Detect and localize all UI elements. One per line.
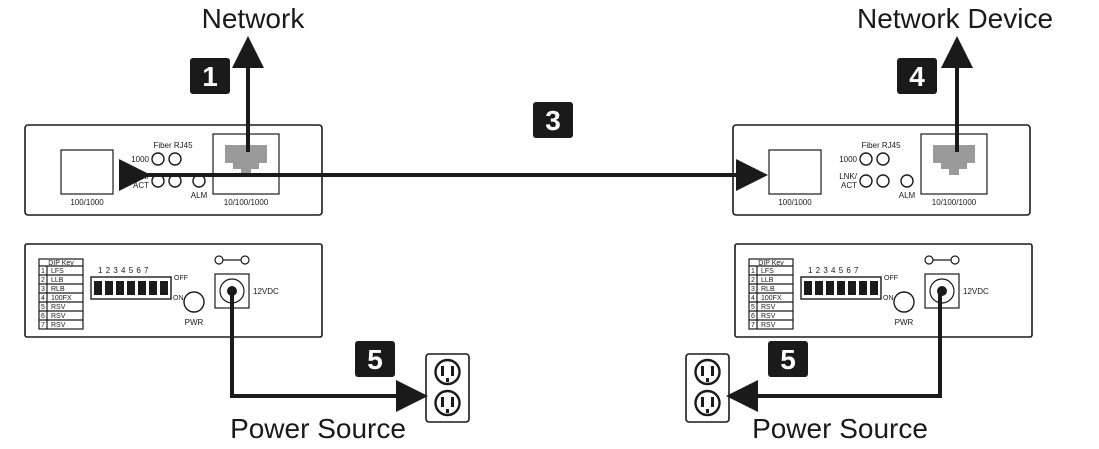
dip-key-rows: 1 LFS 2 LLB 3 RLB 4 100FX 5 RSV 6 RSV 7 … <box>41 268 72 329</box>
dip-row-name: 100FX <box>51 295 72 302</box>
step-badge-5-right: 5 <box>768 341 808 377</box>
dip-row-num: 6 <box>41 313 45 320</box>
dip-row-name: RSV <box>51 322 66 329</box>
power-cable-left <box>230 291 428 412</box>
back-panel-left: DIP Key 1 LFS 2 LLB 3 RLB 4 100FX 5 RSV … <box>24 243 323 338</box>
dip-off-label: OFF <box>174 275 188 282</box>
dip-key-title: DIP Key <box>48 260 74 267</box>
rj45-port-label: 10/100/1000 <box>224 198 269 207</box>
step-number: 3 <box>545 105 561 136</box>
dip-row-name: RSV <box>761 304 776 311</box>
front-panel-right: Fiber RJ45 1000 LNK/ ACT ALM 100/1000 10… <box>732 124 1031 216</box>
step-badge-1: 1 <box>190 58 230 94</box>
dip-row-num: 7 <box>41 322 45 329</box>
step-badge-4: 4 <box>897 58 937 94</box>
dip-switch-numbers: 1 2 3 4 5 6 7 <box>808 266 859 275</box>
wall-outlet-right <box>684 352 731 424</box>
front-panel-left: Fiber RJ45 1000 LNK/ ACT ALM 100/1000 10… <box>24 124 323 216</box>
dip-row-name: LLB <box>761 277 774 284</box>
fiber-rj45-header: Fiber RJ45 <box>153 141 193 150</box>
dip-row-name: RLB <box>761 286 775 293</box>
dip-row-num: 3 <box>41 286 45 293</box>
voltage-label: 12VDC <box>253 287 279 296</box>
step-number: 4 <box>909 61 925 92</box>
dip-on-label: ON <box>173 295 184 302</box>
dip-row-num: 7 <box>751 322 755 329</box>
voltage-label: 12VDC <box>963 287 989 296</box>
pwr-label: PWR <box>185 318 204 327</box>
power-source-right-label: Power Source <box>752 413 928 444</box>
pwr-label: PWR <box>895 318 914 327</box>
dip-row-num: 4 <box>751 295 755 302</box>
dip-on-label: ON <box>883 295 894 302</box>
dip-row-name: RSV <box>761 322 776 329</box>
dip-row-name: RSV <box>761 313 776 320</box>
dip-row-num: 2 <box>751 277 755 284</box>
network-label: Network <box>202 3 306 34</box>
step-number: 1 <box>202 61 218 92</box>
step-number: 5 <box>780 344 796 375</box>
dip-switch-numbers: 1 2 3 4 5 6 7 <box>98 266 149 275</box>
fiber-port-label: 100/1000 <box>70 198 104 207</box>
back-panel-right: DIP Key 1 LFS 2 LLB 3 RLB 4 100FX 5 RSV … <box>734 243 1033 338</box>
dip-row-num: 2 <box>41 277 45 284</box>
led-label-act: ACT <box>841 181 857 190</box>
led-label-1000: 1000 <box>131 155 149 164</box>
wall-outlet-left <box>424 352 471 424</box>
dip-row-name: RLB <box>51 286 65 293</box>
step-badge-3: 3 <box>533 102 573 138</box>
rj45-port-label: 10/100/1000 <box>932 198 977 207</box>
power-cable-right <box>726 291 942 412</box>
dip-row-num: 3 <box>751 286 755 293</box>
step-badge-5-left: 5 <box>355 341 395 377</box>
led-label-1000: 1000 <box>839 155 857 164</box>
dip-row-num: 1 <box>41 268 45 275</box>
dip-row-name: LFS <box>51 268 64 275</box>
dip-row-name: RSV <box>51 304 66 311</box>
led-label-alm: ALM <box>191 191 208 200</box>
dip-row-name: LLB <box>51 277 64 284</box>
dip-row-num: 4 <box>41 295 45 302</box>
fiber-port-label: 100/1000 <box>778 198 812 207</box>
dip-row-name: LFS <box>761 268 774 275</box>
led-label-act: ACT <box>133 181 149 190</box>
led-label-lnk: LNK/ <box>839 172 858 181</box>
power-source-left-label: Power Source <box>230 413 406 444</box>
dip-row-num: 6 <box>751 313 755 320</box>
dip-row-num: 5 <box>751 304 755 311</box>
dip-key-rows: 1 LFS 2 LLB 3 RLB 4 100FX 5 RSV 6 RSV 7 … <box>751 268 782 329</box>
led-label-alm: ALM <box>899 191 916 200</box>
dip-row-num: 1 <box>751 268 755 275</box>
step-number: 5 <box>367 344 383 375</box>
dip-row-name: 100FX <box>761 295 782 302</box>
dip-row-name: RSV <box>51 313 66 320</box>
dip-row-num: 5 <box>41 304 45 311</box>
network-device-label: Network Device <box>857 3 1053 34</box>
dip-key-title: DIP Key <box>758 260 784 267</box>
fiber-rj45-header: Fiber RJ45 <box>861 141 901 150</box>
dip-off-label: OFF <box>884 275 898 282</box>
